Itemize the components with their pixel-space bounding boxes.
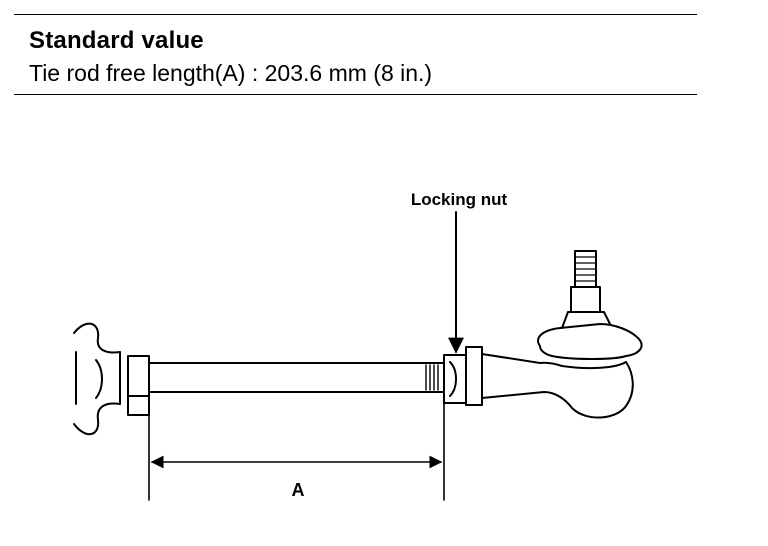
tie-rod-end	[481, 250, 643, 419]
dust-boot	[73, 322, 121, 435]
inner-joint-hex	[127, 355, 150, 416]
dimension-a	[148, 402, 445, 501]
spec-value-line: Tie rod free length(A) : 203.6 mm (8 in.…	[29, 60, 433, 86]
spec-heading: Standard value	[29, 27, 204, 54]
tie-rod-end-collar	[465, 346, 483, 406]
bottom-rule	[14, 94, 697, 95]
dimension-a-label: A	[292, 480, 305, 500]
locking-nut	[443, 354, 467, 404]
tie-rod-shaft	[148, 362, 445, 393]
top-rule	[14, 14, 697, 15]
locking-nut-label: Locking nut	[411, 190, 508, 209]
